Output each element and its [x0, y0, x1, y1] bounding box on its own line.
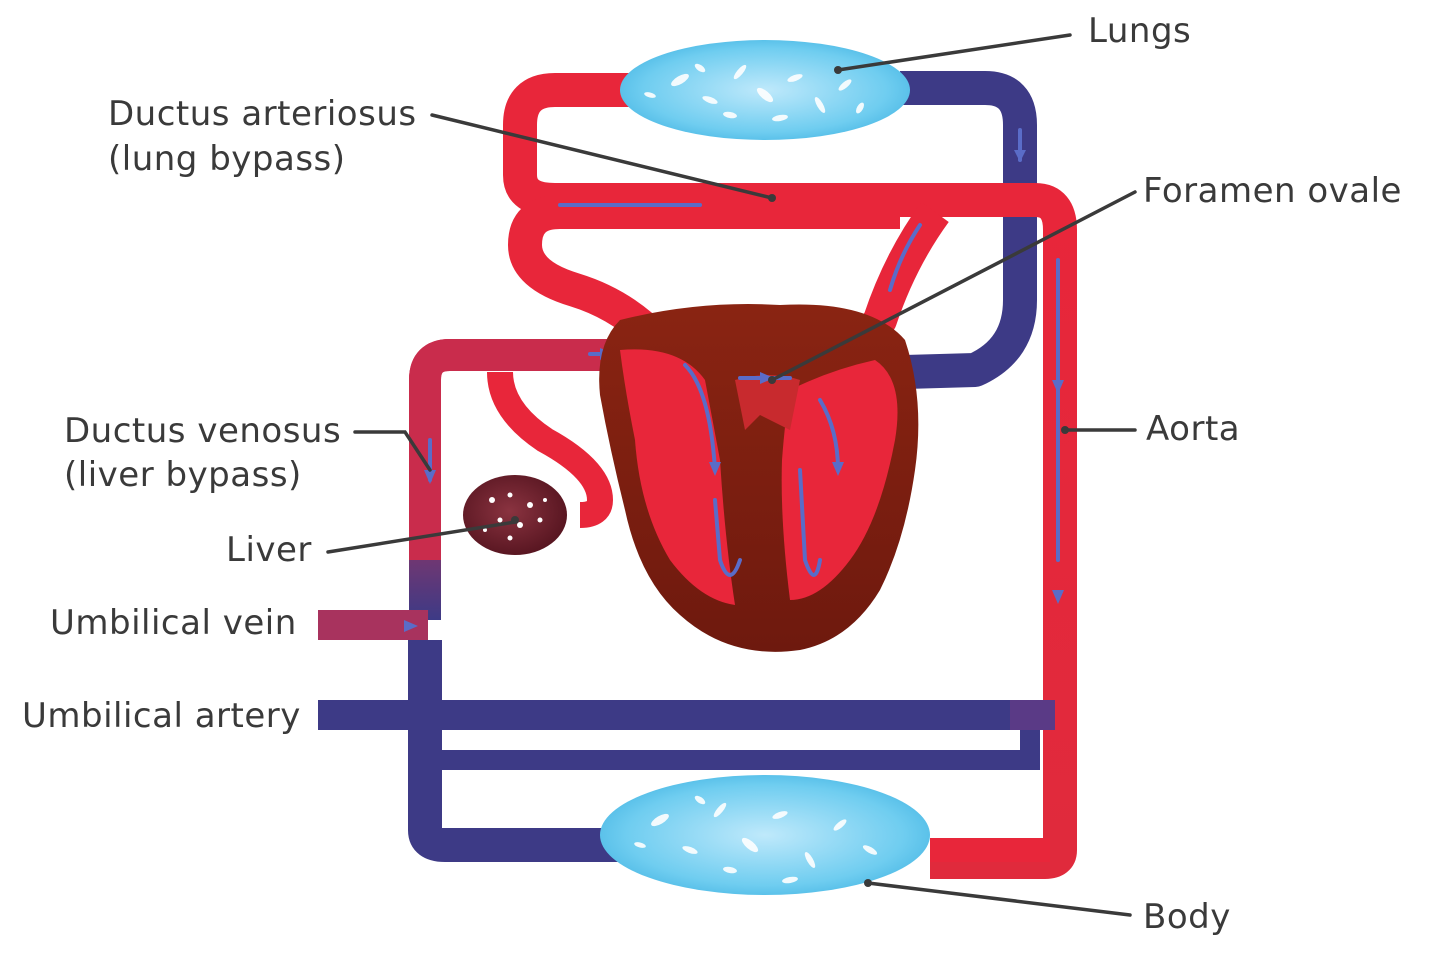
aortic-arch-vessel — [825, 201, 949, 390]
leader-lines — [326, 33, 1137, 917]
vessels — [318, 71, 1077, 879]
label-ductus-arteriosus: Ductus arteriosus — [108, 94, 417, 134]
label-foramen-ovale: Foramen ovale — [1143, 171, 1402, 211]
hepatic-vessel — [487, 371, 613, 528]
label-ductus-arteriosus-note: (lung bypass) — [108, 139, 346, 179]
label-body: Body — [1143, 897, 1231, 937]
labels: Lungs Ductus arteriosus (lung bypass) Fo… — [22, 11, 1402, 937]
label-umbilical-vein: Umbilical vein — [50, 603, 297, 643]
label-liver: Liver — [226, 530, 312, 570]
lungs-organ — [620, 40, 910, 140]
heart — [599, 304, 919, 652]
label-aorta: Aorta — [1146, 409, 1240, 449]
label-umbilical-artery: Umbilical artery — [22, 696, 301, 736]
lower-body-venous-vessel — [408, 640, 620, 862]
aorta-vessel — [930, 183, 1077, 879]
label-lungs: Lungs — [1088, 11, 1191, 51]
pulmonary-vein-vessel — [900, 71, 1037, 389]
body-organ — [600, 775, 930, 895]
label-ductus-venosus: Ductus venosus — [64, 411, 341, 451]
liver-organ — [463, 475, 567, 555]
label-ductus-venosus-note: (liver bypass) — [64, 455, 302, 495]
heart-left-chamber — [781, 360, 898, 600]
umbilical-artery-vessel — [318, 700, 1038, 730]
